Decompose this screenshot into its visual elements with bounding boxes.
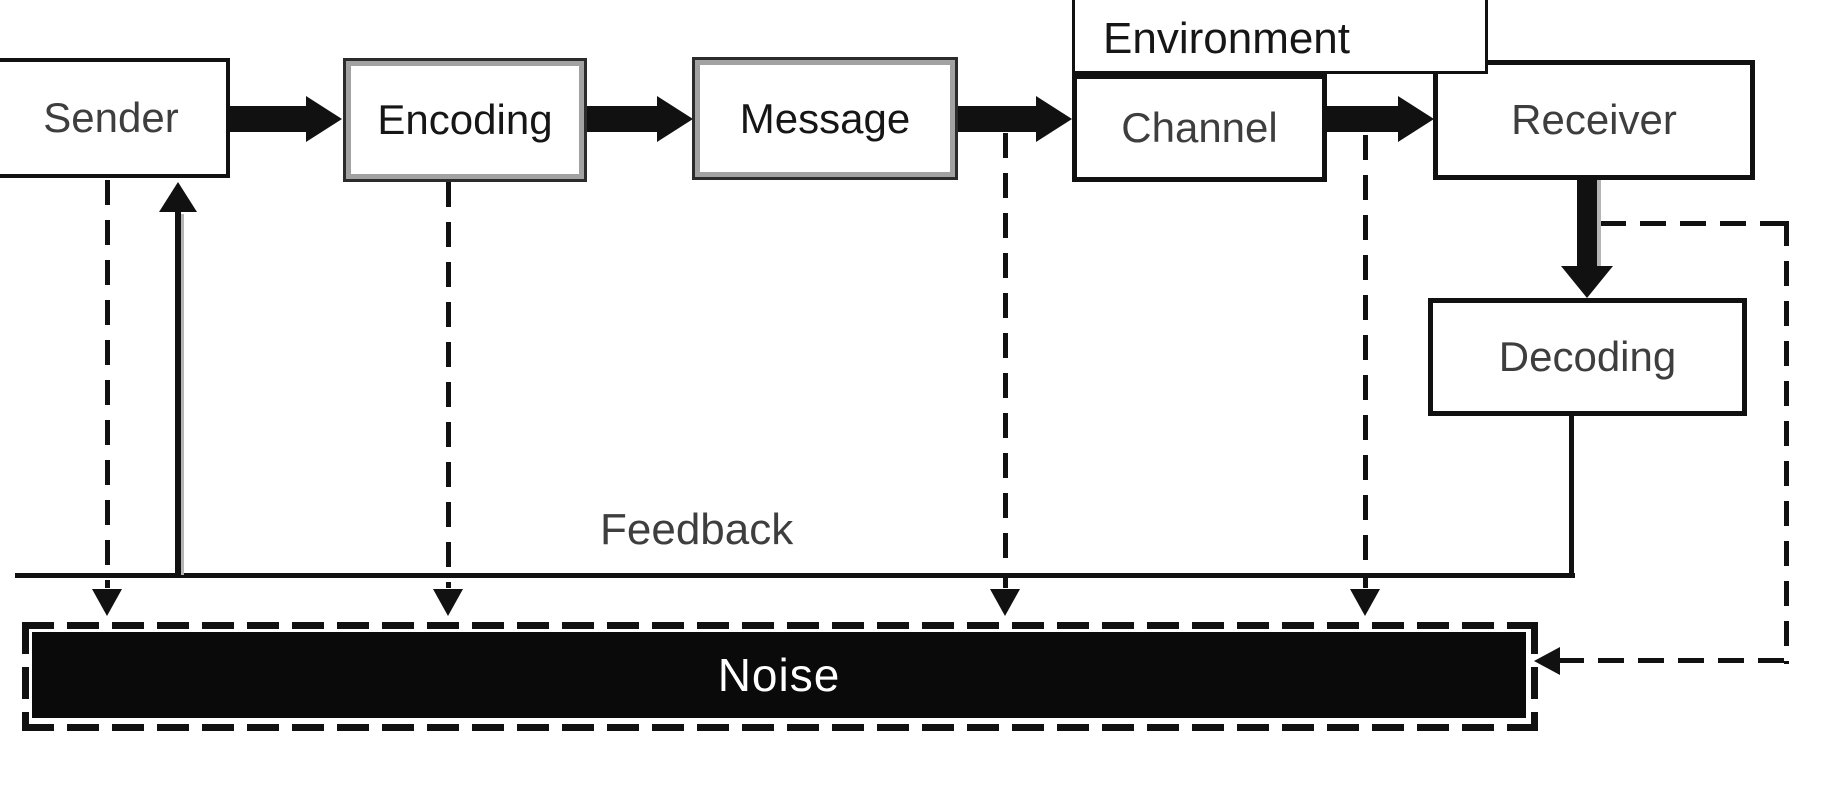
sender-box: Sender: [0, 58, 230, 178]
feedback-up-arrow-stem: [175, 211, 181, 575]
environment-box: Environment: [1072, 0, 1488, 74]
noise-border-right: [1531, 622, 1538, 731]
noise-border-left: [22, 622, 29, 731]
right-dashed-path-top: [1600, 221, 1788, 226]
arrow-encoding-message-stem: [587, 106, 659, 132]
decoding-to-feedback-line: [1569, 416, 1574, 576]
arrow-channel-receiver-stem: [1327, 106, 1403, 132]
feedback-up-arrowhead: [159, 182, 197, 212]
environment-label: Environment: [1103, 14, 1351, 63]
right-dashed-path-vertical: [1784, 221, 1789, 664]
noise-bar: Noise: [32, 632, 1526, 718]
arrow-message-channel-head: [1036, 96, 1072, 142]
noise-connector-message-channel-arrowhead: [990, 589, 1020, 616]
channel-label: Channel: [1121, 104, 1278, 151]
encoding-box: Encoding: [343, 58, 587, 182]
encoding-label: Encoding: [377, 96, 553, 143]
arrow-receiver-decoding-head: [1561, 266, 1613, 298]
arrow-sender-encoding-stem: [230, 106, 306, 132]
noise-connector-encoding-arrowhead: [433, 589, 463, 616]
right-dashed-path-arrowhead: [1534, 647, 1560, 675]
channel-box: Channel: [1072, 74, 1327, 182]
feedback-line: [15, 573, 1575, 578]
feedback-up-arrow-shadow: [181, 214, 184, 575]
noise-connector-sender: [105, 180, 110, 588]
noise-connector-message-channel: [1003, 133, 1008, 588]
decoding-label: Decoding: [1498, 333, 1677, 380]
noise-border-top: [22, 622, 1538, 629]
noise-connector-encoding: [446, 182, 451, 588]
noise-border-bottom: [22, 724, 1538, 731]
noise-connector-channel-receiver-arrowhead: [1350, 589, 1380, 616]
arrow-receiver-decoding-stem: [1577, 180, 1597, 268]
noise-connector-sender-arrowhead: [92, 589, 122, 616]
right-dashed-path-bottom: [1558, 658, 1790, 663]
sender-label: Sender: [43, 94, 179, 141]
feedback-label: Feedback: [600, 505, 794, 554]
arrow-sender-encoding-head: [306, 96, 342, 142]
noise-label: Noise: [717, 649, 841, 701]
message-box: Message: [692, 57, 958, 180]
receiver-box: Receiver: [1433, 60, 1755, 180]
arrow-encoding-message-head: [657, 96, 693, 142]
noise-connector-channel-receiver: [1363, 135, 1368, 588]
receiver-label: Receiver: [1511, 96, 1677, 143]
arrow-receiver-decoding-shadow: [1597, 180, 1601, 268]
message-label: Message: [739, 94, 911, 142]
arrow-message-channel-stem: [958, 106, 1038, 132]
decoding-box: Decoding: [1428, 298, 1747, 416]
arrow-channel-receiver-head: [1398, 96, 1434, 142]
